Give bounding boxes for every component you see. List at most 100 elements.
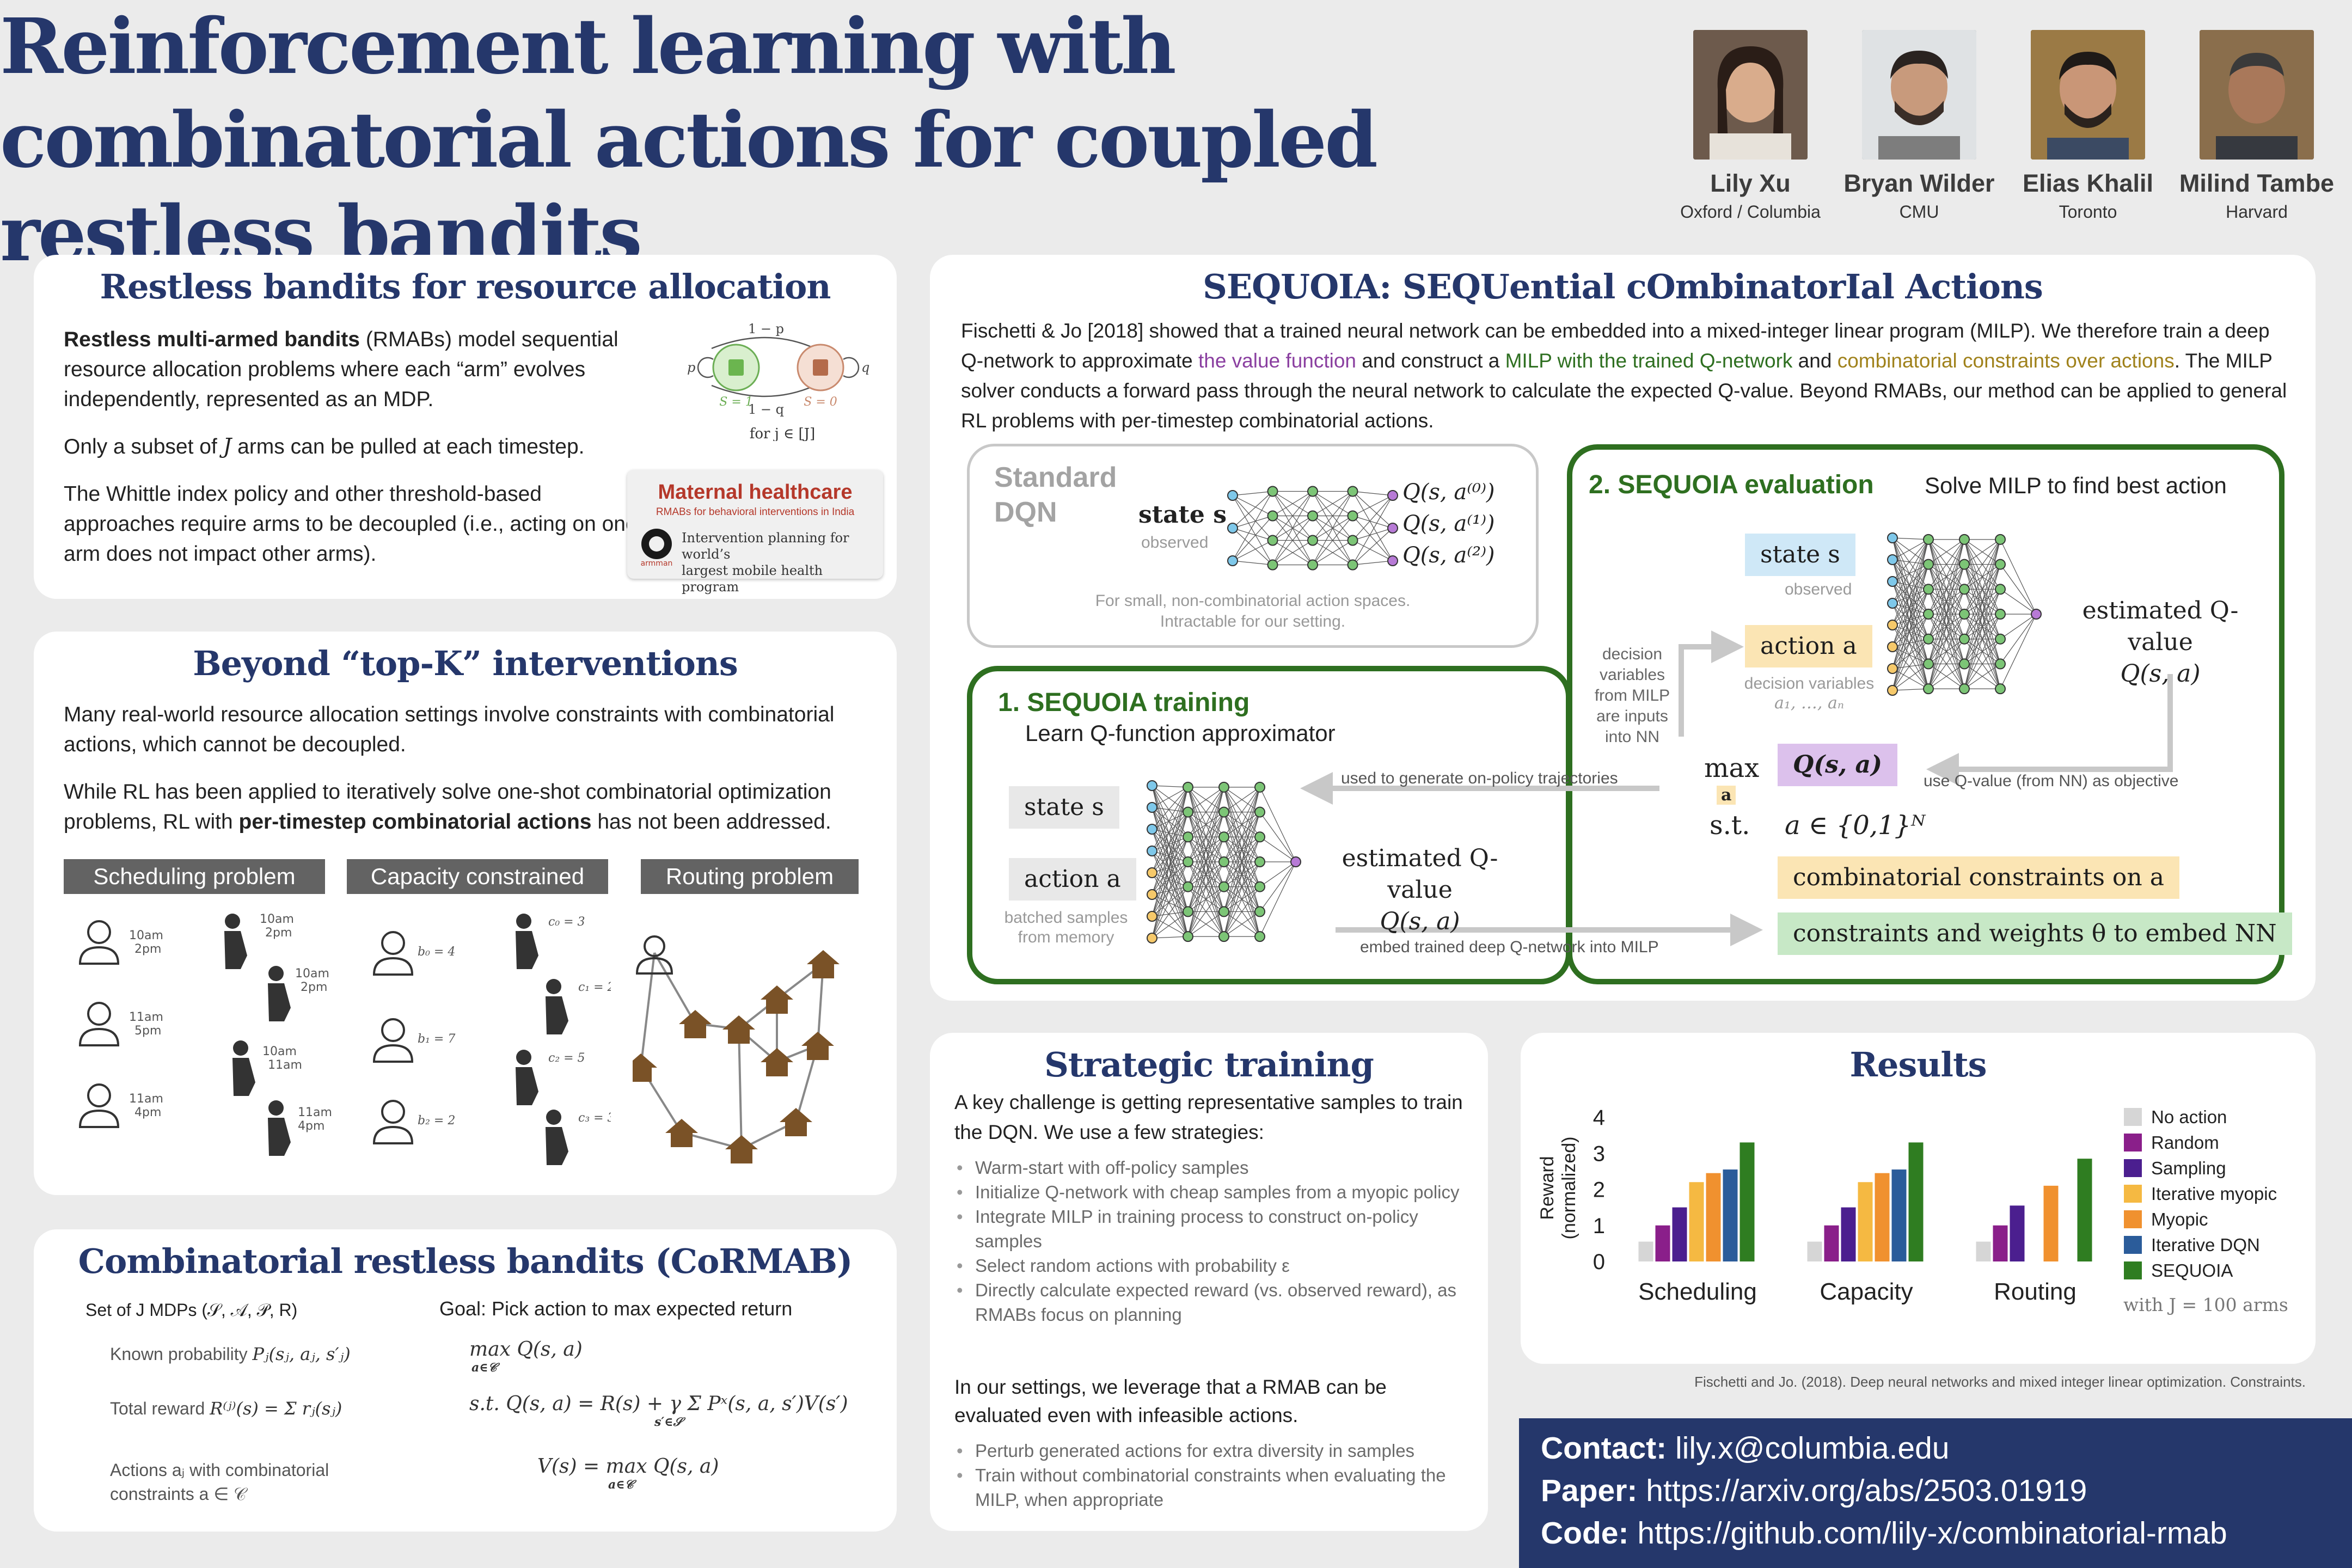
bar bbox=[1841, 1207, 1856, 1261]
capacity-header: Capacity constrained bbox=[347, 859, 608, 894]
note-line: from MILP bbox=[1594, 687, 1670, 705]
y-tick-label: 1 bbox=[1593, 1214, 1605, 1238]
milp-nn-chip: constraints and weights θ to embed NN bbox=[1778, 912, 2292, 955]
network-node bbox=[1147, 911, 1157, 922]
network-node bbox=[1887, 685, 1898, 696]
legend-swatch bbox=[2124, 1108, 2142, 1126]
contact-email-link[interactable]: lily.x@columbia.edu bbox=[1667, 1431, 1950, 1466]
network-node bbox=[1923, 559, 1934, 570]
time-label: 11am bbox=[298, 1106, 332, 1119]
network-node bbox=[1227, 490, 1238, 501]
network-node bbox=[1254, 931, 1265, 942]
strategic-intro: A key challenge is getting representativ… bbox=[954, 1091, 1463, 1143]
mh-subtitle: RMABs for behavioral interventions in In… bbox=[656, 506, 855, 518]
legend-swatch bbox=[2124, 1210, 2142, 1228]
est-label: estimated Q-value bbox=[2082, 597, 2239, 656]
network-node bbox=[1147, 780, 1157, 791]
code-link[interactable]: https://github.com/lily-x/combinatorial-… bbox=[1628, 1516, 2227, 1551]
network-node bbox=[1267, 559, 1278, 571]
time-label: 10am bbox=[262, 1045, 297, 1058]
note-line: into NN bbox=[1604, 728, 1660, 746]
network-node bbox=[1995, 584, 2006, 595]
bullet-item: Integrate MILP in training process to co… bbox=[954, 1204, 1472, 1253]
network-node bbox=[1887, 620, 1898, 630]
text: and bbox=[1792, 350, 1837, 372]
time-label: 11am bbox=[268, 1058, 302, 1072]
person-icon bbox=[813, 359, 828, 376]
note-line: from memory bbox=[1018, 928, 1114, 946]
bar bbox=[2077, 1159, 2092, 1261]
network-node bbox=[1307, 559, 1318, 571]
network-node bbox=[1387, 555, 1398, 566]
author-name: Lily Xu bbox=[1710, 169, 1791, 197]
network-node bbox=[1995, 633, 2006, 645]
legend-label: Myopic bbox=[2151, 1209, 2208, 1229]
mdp-top-label: 1 − p bbox=[748, 321, 784, 336]
network-edges bbox=[1152, 785, 1296, 939]
paper-link[interactable]: https://arxiv.org/abs/2503.01919 bbox=[1637, 1473, 2087, 1508]
network-node bbox=[1183, 831, 1193, 843]
bullet-item: Initialize Q-network with cheap samples … bbox=[954, 1180, 1472, 1204]
bullet-item: Train without combinatorial constraints … bbox=[954, 1463, 1472, 1512]
pregnant-woman-icon bbox=[268, 1100, 291, 1156]
eval-observed: observed bbox=[1785, 580, 1852, 598]
mh-desc-line: largest mobile health program bbox=[682, 563, 823, 595]
network-edges bbox=[1892, 537, 2037, 691]
time-label: 5pm bbox=[134, 1024, 161, 1038]
eq-sub: s′∈𝒮 bbox=[654, 1415, 683, 1429]
note-line: For small, non-combinatorial action spac… bbox=[1095, 592, 1411, 610]
eval-subtitle: Solve MILP to find best action bbox=[1925, 473, 2227, 498]
std-note: For small, non-combinatorial action spac… bbox=[970, 591, 1536, 632]
beyond-p2: While RL has been applied to iteratively… bbox=[64, 777, 880, 837]
label: Contact: bbox=[1541, 1431, 1667, 1466]
restless-p2: Only a subset of J arms can be pulled at… bbox=[64, 432, 641, 462]
bullet-item: Directly calculate expected reward (vs. … bbox=[954, 1278, 1472, 1327]
sequoia-intro: Fischetti & Jo [2018] showed that a trai… bbox=[961, 316, 2295, 436]
bar bbox=[1706, 1173, 1721, 1261]
restless-panel: Restless bandits for resource allocation… bbox=[34, 255, 897, 599]
network-node bbox=[1147, 933, 1157, 944]
actions-label: Actions aⱼ with combinatorial constraint… bbox=[110, 1458, 329, 1506]
author-1: Lily Xu Oxford / Columbia bbox=[1663, 30, 1837, 222]
network-node bbox=[1923, 633, 1934, 645]
network-node bbox=[1254, 881, 1265, 892]
eval-title: 2. SEQUOIA evaluation bbox=[1589, 470, 1874, 499]
author-affiliation: Harvard bbox=[2226, 202, 2288, 222]
network-node bbox=[1147, 802, 1157, 813]
capacity-label: b₁ = 7 bbox=[418, 1032, 455, 1046]
bar bbox=[1993, 1225, 2008, 1261]
network-node bbox=[1923, 658, 1934, 670]
bar bbox=[1875, 1173, 1890, 1261]
legend-swatch bbox=[2124, 1261, 2142, 1279]
network-node bbox=[1218, 931, 1229, 942]
network-node bbox=[1267, 486, 1278, 497]
armman-logo-icon: armman bbox=[641, 529, 672, 568]
est-label: estimated Q-value bbox=[1342, 844, 1498, 904]
panel-title: Combinatorial restless bandits (CoRMAB) bbox=[78, 1241, 853, 1281]
capacity-illustration: b₀ = 4 b₁ = 7 b₂ = 2 c₀ = 3 c₁ = 2 c₂ = … bbox=[372, 914, 611, 1165]
objective-arrow bbox=[1926, 674, 2173, 786]
bar bbox=[1891, 1169, 1907, 1261]
eval-action-chip: action a bbox=[1745, 625, 1872, 667]
train-network bbox=[1147, 780, 1301, 944]
cost-label: c₂ = 5 bbox=[548, 1051, 585, 1065]
beyond-p1: Many real-world resource allocation sett… bbox=[64, 703, 835, 756]
network-node bbox=[1959, 559, 1970, 570]
input-arrow bbox=[1679, 630, 1744, 737]
for-j-label: for j ∈ [J] bbox=[750, 426, 816, 441]
network-node bbox=[1290, 856, 1301, 867]
train-action-chip: action a bbox=[1009, 858, 1136, 901]
text: Only a subset of bbox=[64, 435, 223, 458]
legend-label: SEQUOIA bbox=[2151, 1260, 2233, 1281]
y-tick-label: 2 bbox=[1593, 1178, 1605, 1202]
equation-2: s.t. Q(s, a) = R(s) + γ Σ Pˣ(s, a, s′)V(… bbox=[469, 1393, 848, 1429]
pregnant-woman-icon bbox=[546, 979, 568, 1034]
network-node bbox=[1183, 806, 1193, 818]
network-node bbox=[1147, 846, 1157, 856]
strategic-panel: Strategic training A key challenge is ge… bbox=[930, 1033, 1488, 1531]
legend-label: Sampling bbox=[2151, 1158, 2226, 1178]
network-edges bbox=[1232, 491, 1393, 566]
person-icon bbox=[728, 359, 744, 376]
mh-desc: Intervention planning for world’s larges… bbox=[682, 530, 883, 595]
